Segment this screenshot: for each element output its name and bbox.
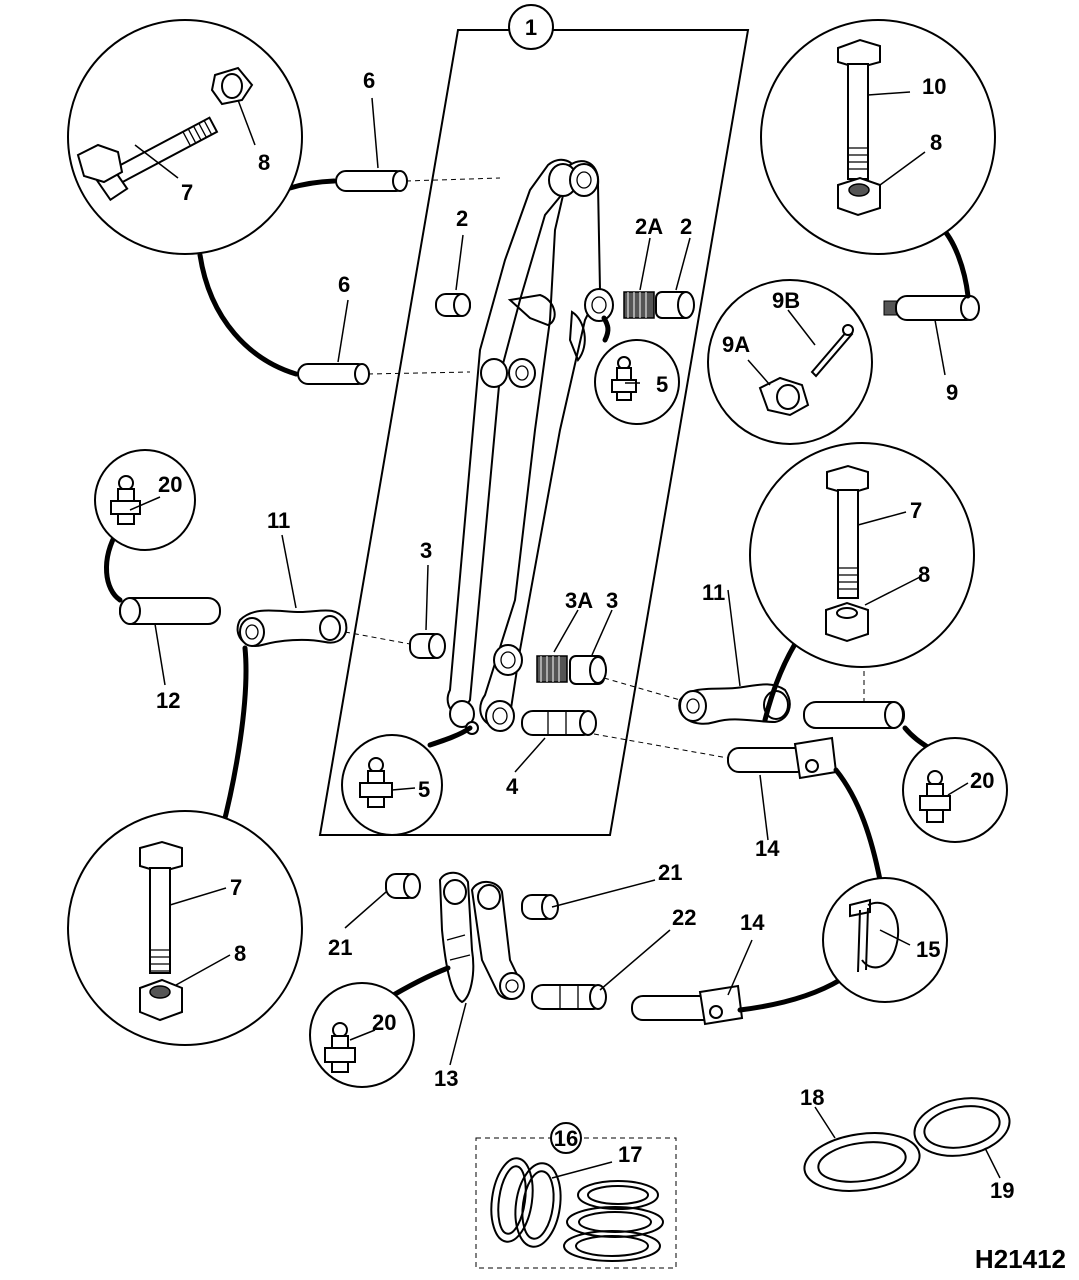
bush-2-left [435,293,471,317]
label-15: 15 [916,937,940,962]
link-11-left [236,609,348,647]
callout-circle-16 [550,1122,582,1154]
label-4: 4 [506,774,519,799]
bush-3-right [569,655,607,685]
label-6-upper: 6 [363,68,375,93]
label-20-bottom: 20 [372,1010,396,1035]
label-1: 1 [525,15,537,40]
label-17: 17 [618,1142,642,1167]
detail-bubble-grease-nipple-20-left [94,449,196,551]
label-14-upper: 14 [755,836,780,861]
label-14-lower: 14 [740,910,765,935]
detail-bubble-bolt-7-nut-8-right [749,442,975,668]
pin-14-lower [631,984,744,1026]
label-11-left: 11 [267,508,290,533]
washer-18 [803,1132,921,1192]
label-2-left: 2 [456,206,468,231]
detail-bubble-bolt-10-nut-8 [760,19,996,255]
label-3-left: 3 [420,538,432,563]
spring-2A [623,291,655,319]
label-21-right: 21 [658,860,682,885]
label-6-lower: 6 [338,272,350,297]
label-8-top-right: 8 [930,130,942,155]
pin-6-upper [335,170,408,192]
detail-bubble-grease-nipple-5-lower [341,734,443,836]
label-3A: 3A [565,588,593,613]
main-arm [446,158,614,735]
label-13: 13 [434,1066,458,1091]
detail-bubble-bolt-7-nut-8-top [67,19,303,255]
label-20-left: 20 [158,472,182,497]
main-assembly-panel [318,29,750,836]
bush-3-left [409,633,446,659]
label-2A: 2A [635,214,663,239]
label-8-right: 8 [918,562,930,587]
label-7-top: 7 [181,180,193,205]
label-10: 10 [922,74,946,99]
washer-19 [913,1097,1011,1157]
label-7-right: 7 [910,498,922,523]
label-8-bottom: 8 [234,941,246,966]
label-19: 19 [990,1178,1014,1203]
detail-bubble-bolt-7-nut-8-bottom [67,810,303,1046]
callout-circle-1 [508,4,554,50]
pin-4 [521,710,597,736]
label-8-top: 8 [258,150,270,175]
label-5-lower: 5 [418,777,430,802]
spring-3A [536,655,568,683]
label-9A: 9A [722,332,750,357]
bush-2-right [655,291,695,319]
label-7-bottom: 7 [230,875,242,900]
pin-9 [883,295,980,321]
link-13 [438,871,525,1004]
label-5-upper: 5 [656,372,668,397]
seal-kit-box [475,1137,677,1269]
label-11-right: 11 [702,580,725,605]
label-2-right: 2 [680,214,692,239]
label-21-left: 21 [328,935,352,960]
detail-bubble-linch-pin-15 [822,877,948,1003]
label-12: 12 [156,688,180,713]
label-3-right: 3 [606,588,618,613]
bush-21-right [521,894,559,920]
pin-14-upper [727,736,838,780]
label-9: 9 [946,380,958,405]
diagram-code: H21412 [975,1244,1066,1274]
leader-lines [129,91,1001,1179]
label-9B: 9B [772,288,800,313]
dashed-guides [344,177,865,759]
label-18: 18 [800,1085,824,1110]
pin-22 [531,984,607,1010]
pin-6-lower [297,363,370,385]
label-20-right: 20 [970,768,994,793]
label-22: 22 [672,905,696,930]
part-labels: 1 6 6 7 8 2 2A 2 10 8 9B 9A 9 5 20 11 12… [156,15,1014,1203]
detail-bubble-9A-9B [707,279,873,445]
bush-21-left [385,873,421,899]
label-16: 16 [554,1126,578,1151]
pin-right [803,701,905,729]
pin-12 [119,597,221,625]
